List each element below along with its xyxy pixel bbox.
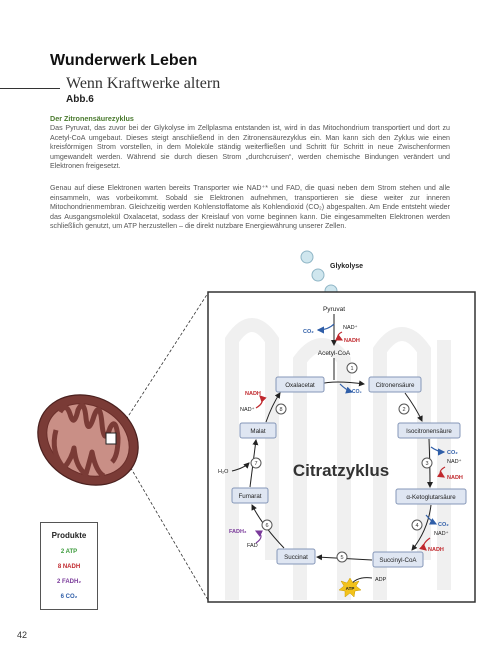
products-box: Produkte 2 ATP 8 NADH 2 FADH₂ 6 CO₂ [40,522,98,610]
body-paragraph-1: Das Pyruvat, das zuvor bei der Glykolyse… [50,124,450,171]
product-atp: 2 ATP [60,549,78,555]
citronensaeure-label: Citronensäure [376,382,415,389]
acetyl-coa-label: Acetyl-CoA [318,350,351,357]
page-title: Wunderwerk Leben [50,52,198,69]
atp-label: ATP [346,586,355,591]
succinyl-coa-label: Succinyl-CoA [379,557,417,564]
glykolyse-molecules [300,250,338,298]
step-3: 3 [425,461,428,467]
pyruvat-label: Pyruvat [323,306,345,313]
fad-label: FAD [247,543,258,549]
product-co2: 6 CO₂ [60,594,78,600]
step-1: 1 [350,366,353,372]
subtitle-rule [0,88,60,89]
glykolyse-label: Glykolyse [330,263,363,270]
page-subtitle: Wenn Kraftwerke altern [66,75,221,92]
isocitronensaeure-label: Isocitronensäure [406,428,452,435]
fadh2-label: FADH₂ [229,529,247,535]
succinat-label: Succinat [284,554,308,561]
step-markers [250,362,433,563]
co2-label-step4: CO₂ [438,522,449,528]
ketoglutarsaeure-label: α-Ketoglutarsäure [406,494,456,501]
step-8: 8 [279,407,282,413]
h2o-label: H₂O [218,469,229,475]
products-title: Produkte [51,531,87,540]
co2-label-step3: CO₂ [447,450,458,456]
nadh-label-step3: NADH [447,475,463,481]
product-fadh2: 2 FADH₂ [56,579,81,585]
fumarat-label: Fumarat [238,493,261,500]
co2-label-step1: CO₂ [352,389,362,395]
adp-label: ADP [375,577,387,583]
nadh-label-acetyl: NADH [344,338,360,344]
nadh-label-step8: NADH [245,391,261,397]
molecule-boxes [231,376,467,568]
nad-label-step3: NAD⁺ [447,458,462,465]
atp-starburst [338,577,362,598]
nadh-label-step4: NADH [428,547,444,553]
step-2: 2 [402,407,405,413]
section-heading: Der Zitronensäurezyklus [50,114,134,123]
step-5: 5 [340,555,343,561]
nad-label-acetyl: NAD⁺ [343,324,358,331]
nad-label-step8: NAD⁺ [240,406,255,413]
step-6: 6 [265,523,268,529]
page-number: 42 [17,630,28,640]
step-4: 4 [415,523,418,529]
zoom-line-top [117,292,209,433]
product-nadh: 8 NADH [57,564,81,570]
citratzyklus-label: Citratzyklus [293,461,389,480]
nad-label-step4: NAD⁺ [434,530,449,537]
body-paragraph-2: Genau auf diese Elektronen warten bereit… [50,184,450,231]
figure-label: Abb.6 [66,94,94,105]
co2-label-acetyl: CO₂ [303,329,314,335]
cristae-background [225,318,451,600]
step-7: 7 [254,461,257,467]
oxalacetat-label: Oxalacetat [285,382,315,389]
malat-label: Malat [250,428,265,435]
mitochondrion-illustration [37,394,139,486]
